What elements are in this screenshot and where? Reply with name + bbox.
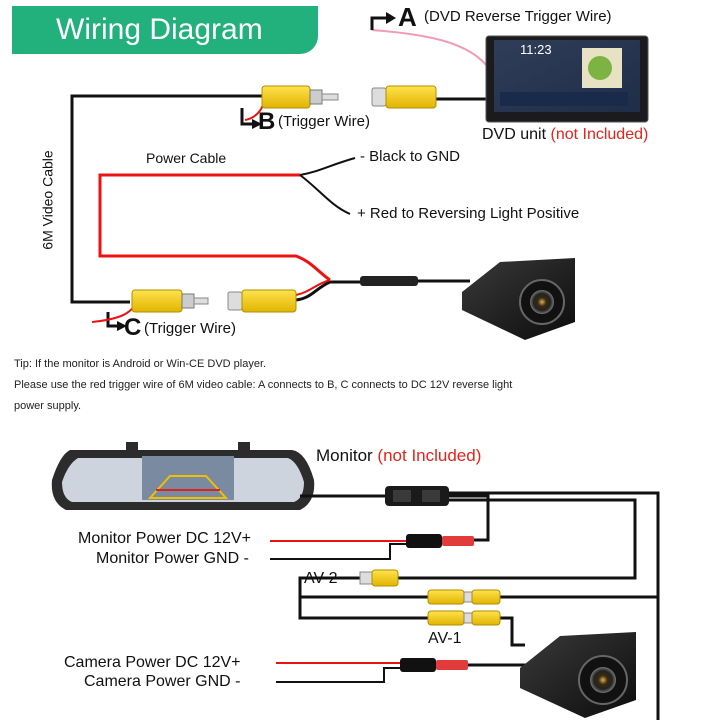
page-title: Wiring Diagram: [56, 13, 263, 46]
dvd-unit-text: DVD unit: [482, 126, 547, 143]
camera-power-label: Camera Power DC 12V+: [64, 654, 241, 671]
av2-connector: [359, 569, 399, 587]
dvd-clock: 11:23: [520, 42, 552, 57]
monitor-label: Monitor (not Included): [316, 446, 481, 466]
cable-junction: [360, 276, 418, 286]
video-cable: [70, 94, 262, 304]
rca-connector-c-male: [131, 289, 209, 313]
monitor-power-plug: [406, 534, 474, 548]
av1-label: AV-1: [428, 630, 462, 647]
tip-line-1: Tip: If the monitor is Android or Win-CE…: [14, 358, 267, 370]
rca-connector-b-female: [371, 85, 437, 109]
power-split-black: [299, 157, 356, 176]
dvd-not-included: (not Included): [550, 126, 649, 143]
dvd-unit-label: DVD unit (not Included): [482, 126, 648, 144]
power-split-red: [299, 174, 351, 215]
video-cable-label: 6M Video Cable: [39, 150, 56, 250]
label-c-letter: C: [124, 314, 142, 341]
tip-line-2: Please use the red trigger wire of 6M vi…: [14, 379, 513, 391]
label-b-text: (Trigger Wire): [278, 113, 370, 130]
arrow-a: [370, 16, 388, 30]
mirror-monitor-image: [51, 442, 315, 510]
pink-trigger-wire: [371, 29, 491, 71]
monitor-power-label: Monitor Power DC 12V+: [78, 530, 251, 547]
av2-label: AV-2: [304, 570, 338, 587]
title-banner: Wiring Diagram: [12, 6, 318, 54]
label-a-letter: A: [398, 2, 417, 32]
rear-camera-top: [462, 258, 575, 340]
red-power-wire: [98, 173, 331, 282]
dvd-unit-image: [485, 35, 649, 123]
monitor-power-cable: [449, 494, 490, 542]
monitor-gnd-label: Monitor Power GND -: [96, 550, 249, 567]
av1-connector-lower: [427, 610, 501, 626]
camera-power-plug: [400, 658, 468, 672]
monitor-text: Monitor: [316, 446, 373, 465]
power-cable-label: Power Cable: [146, 150, 227, 166]
tip-line-3: power supply.: [14, 400, 82, 412]
black-to-gnd-label: - Black to GND: [360, 148, 461, 165]
label-b-letter: B: [258, 108, 276, 135]
camera-gnd-label: Camera Power GND -: [84, 673, 241, 690]
rear-camera-bottom: [520, 632, 636, 718]
rca-connector-c-female: [227, 289, 297, 313]
monitor-not-included: (not Included): [377, 446, 482, 465]
av1-connector-upper: [427, 589, 501, 605]
label-c-text: (Trigger Wire): [144, 320, 236, 337]
camera-cable-loop: [449, 491, 660, 720]
label-a-text: (DVD Reverse Trigger Wire): [424, 8, 612, 25]
red-to-reverse-label: + Red to Reversing Light Positive: [357, 205, 580, 222]
rca-connector-b-male: [261, 85, 339, 109]
av2-cable-loop: [398, 498, 637, 580]
